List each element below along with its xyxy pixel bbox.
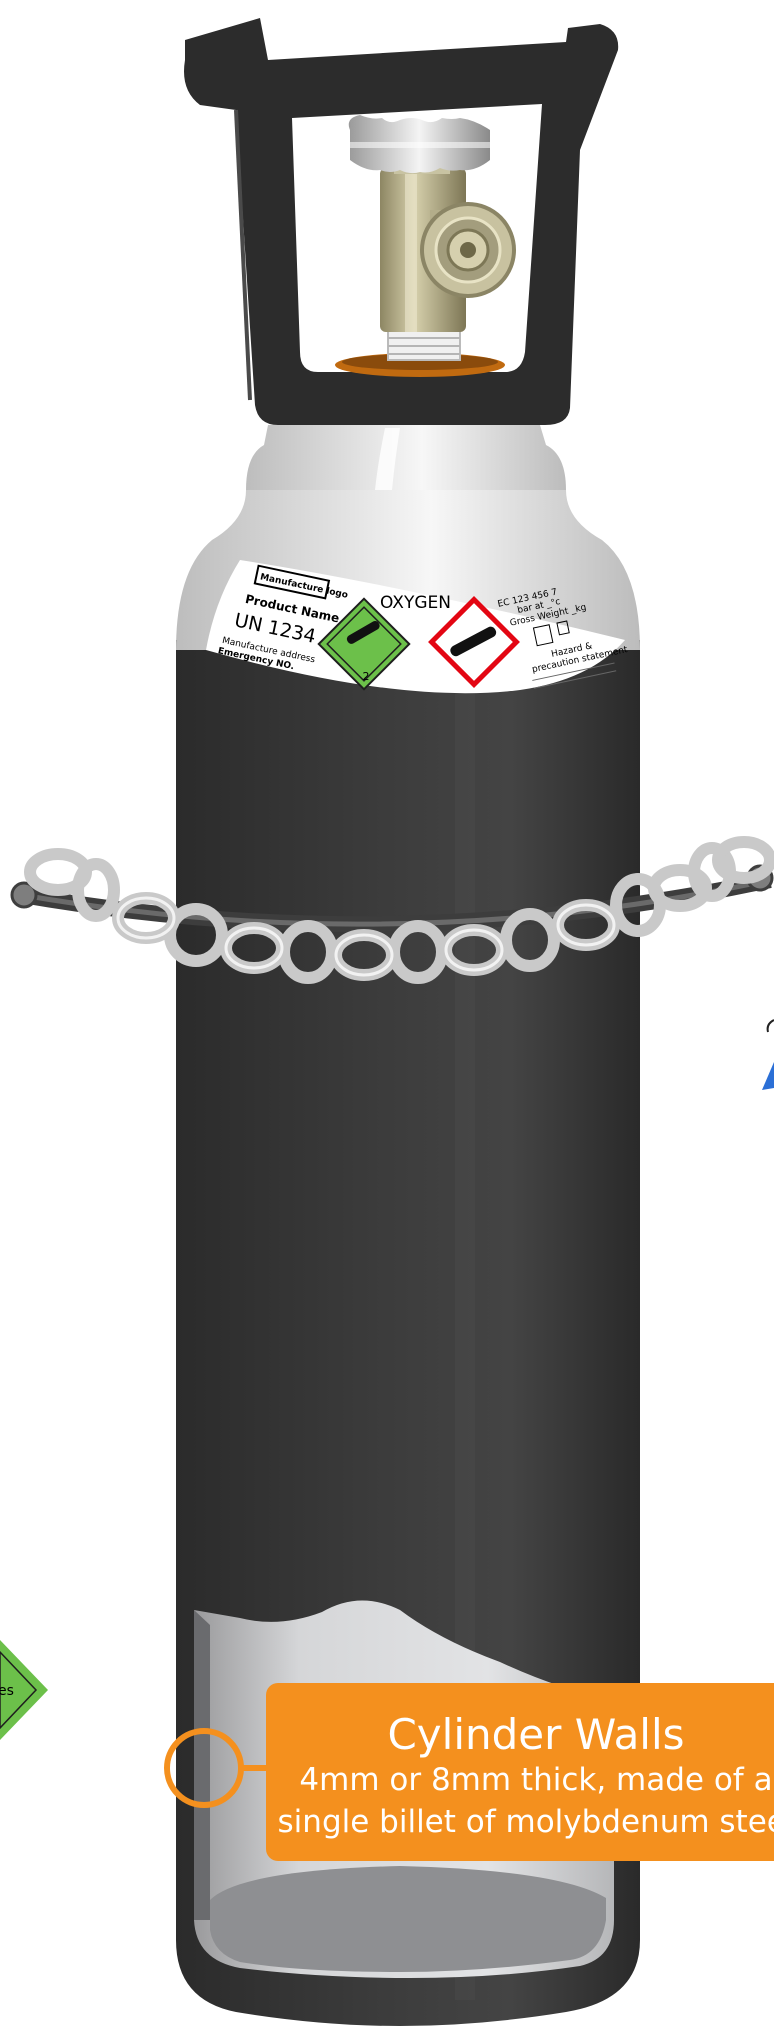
partial-hazard-diamond: es	[0, 1640, 48, 1756]
neck-ring	[246, 425, 566, 490]
partial-diamond-text: es	[0, 1683, 14, 1699]
callout-title: Cylinder Walls	[266, 1711, 774, 1759]
partial-right-edge-marks	[762, 1020, 774, 1090]
gas-class-number: 2	[363, 670, 370, 683]
callout-cylinder-walls: Cylinder Walls 4mm or 8mm thick, made of…	[266, 1683, 774, 1861]
callout-line-2: single billet of molybdenum steel	[266, 1801, 774, 1843]
callout-line-1: 4mm or 8mm thick, made of a	[266, 1759, 774, 1801]
gas-name: OXYGEN	[380, 593, 451, 613]
valve-assembly	[335, 115, 514, 377]
